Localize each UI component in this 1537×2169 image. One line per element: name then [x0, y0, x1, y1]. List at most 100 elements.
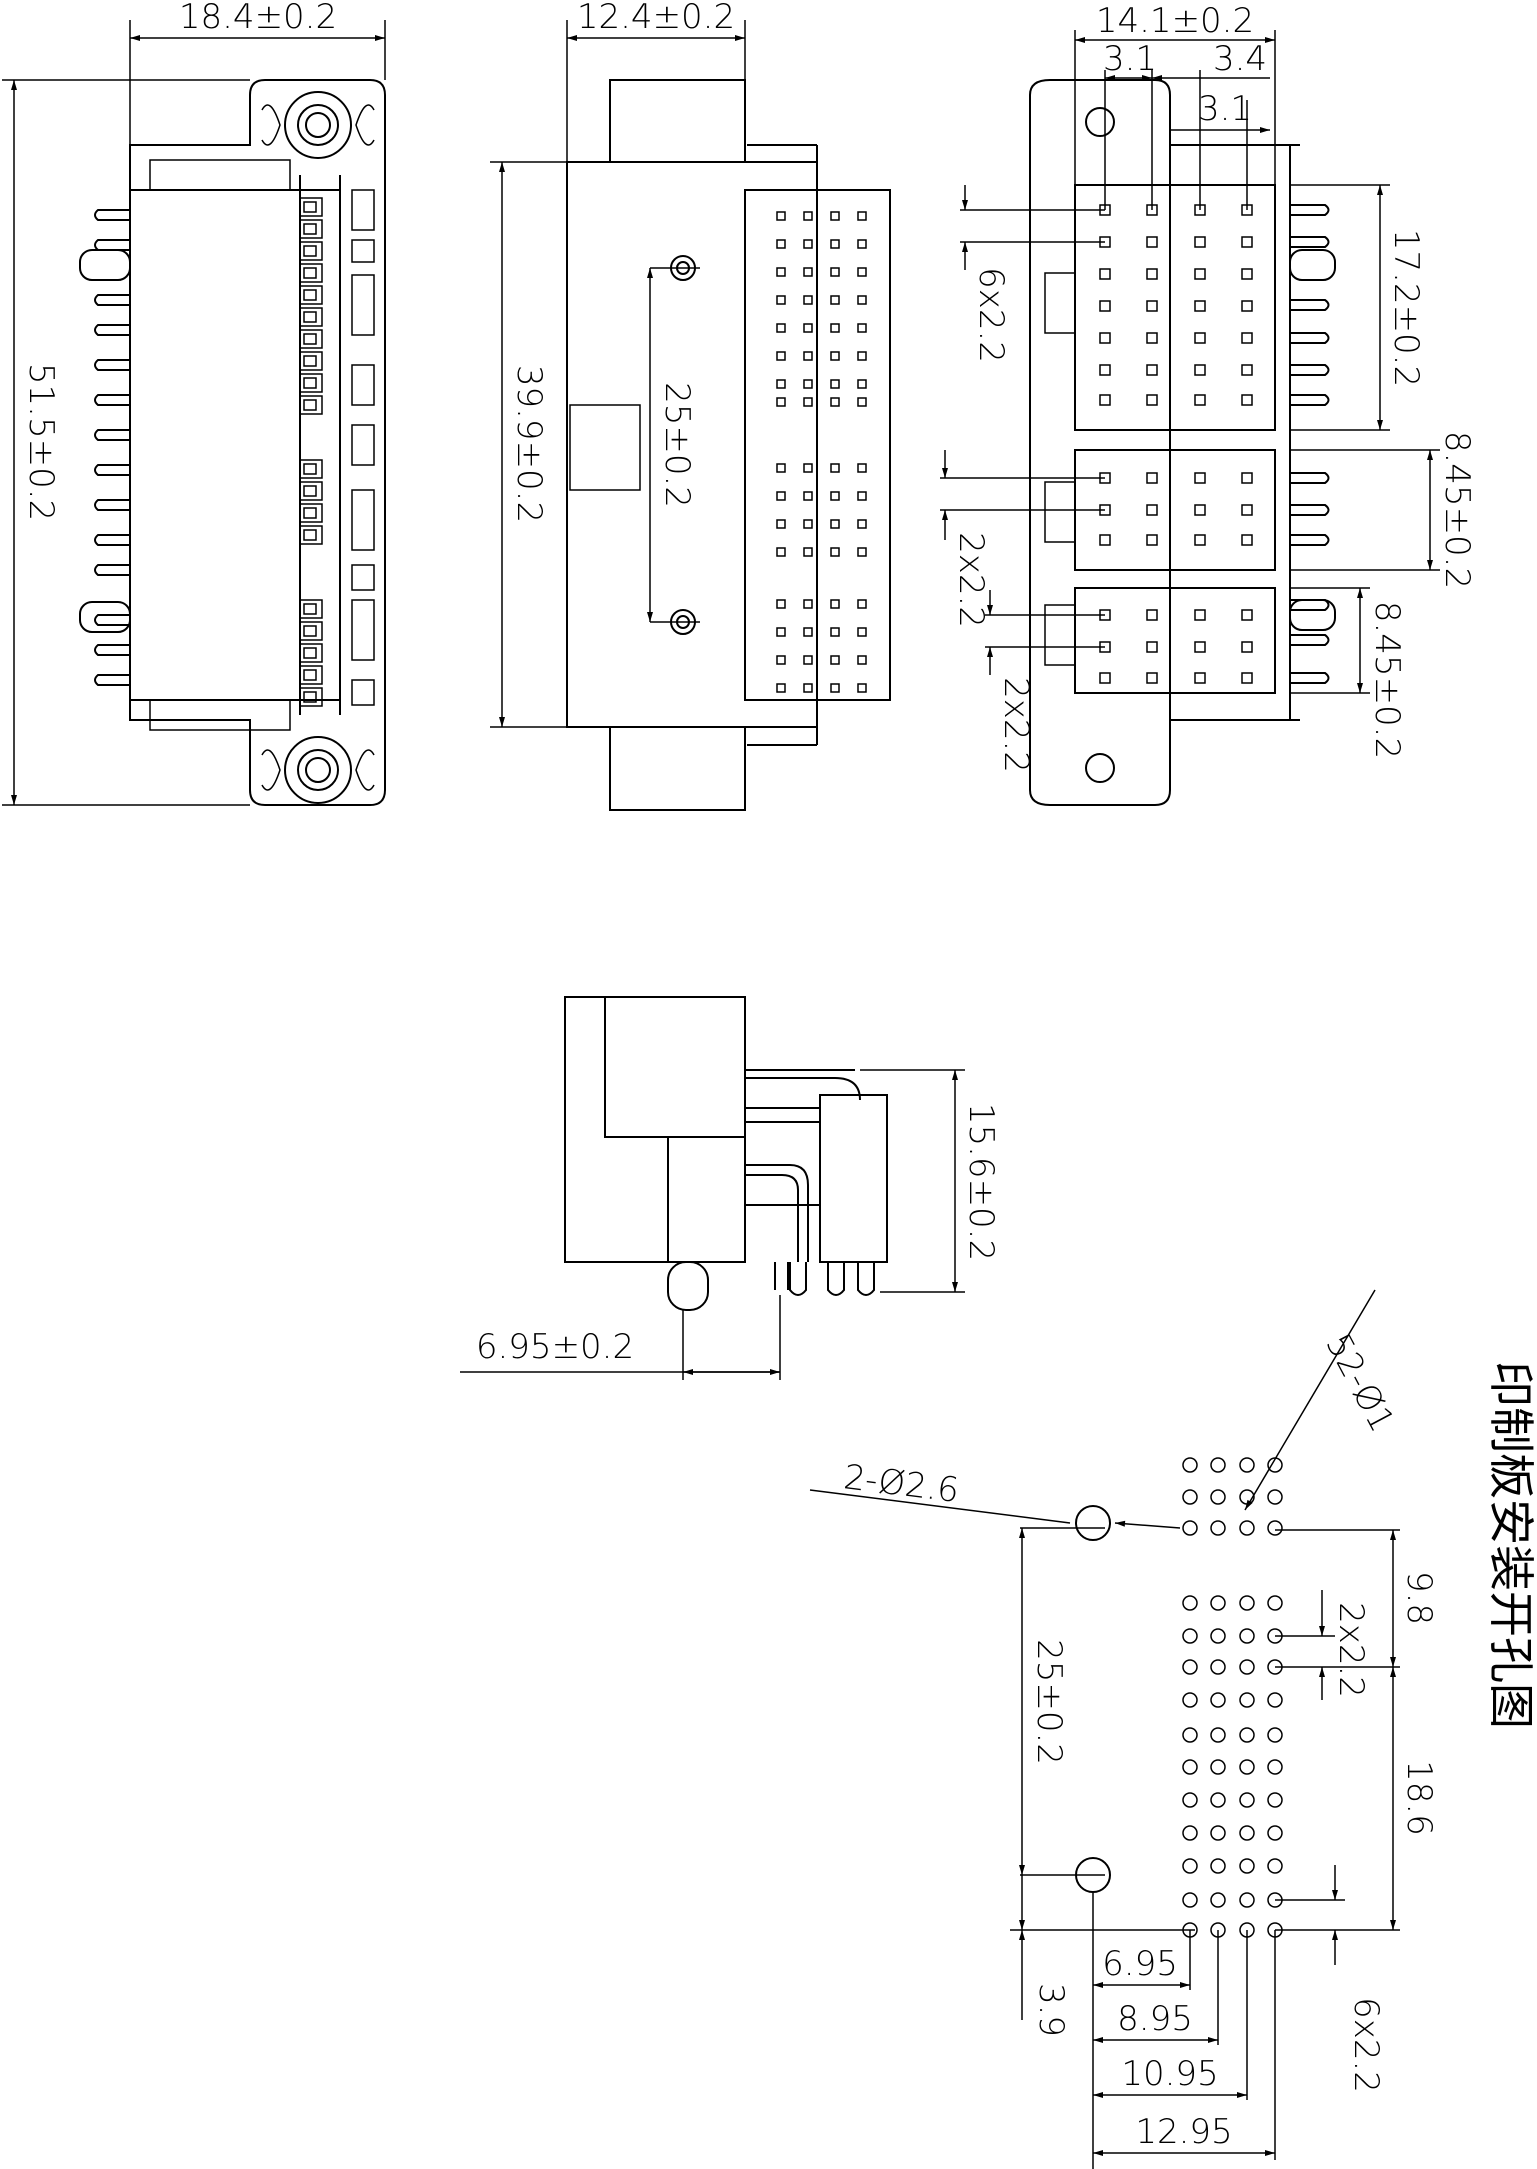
pin-hole — [1210, 1489, 1226, 1505]
contact-window — [299, 241, 323, 261]
contact-square — [1146, 394, 1158, 406]
contact-square — [857, 239, 867, 249]
contact-square — [857, 397, 867, 407]
contact-square — [1241, 364, 1253, 376]
pin-hole — [1210, 1759, 1226, 1775]
contact-square — [1146, 504, 1158, 516]
pcb-pin-holes: 52-Ø1 — [1317, 1327, 1402, 1438]
contact-window-inner — [303, 267, 317, 279]
pin — [94, 534, 130, 546]
pin-hole — [1210, 1520, 1226, 1536]
pin-hole — [1210, 1727, 1226, 1743]
pin-hole — [1182, 1692, 1198, 1708]
profile-view: 15.6±0.2 6.95±0.2 — [460, 996, 1001, 1380]
contact-square — [1194, 364, 1206, 376]
contact-square — [1099, 300, 1111, 312]
profile-height-dim: 15.6±0.2 — [961, 1103, 1001, 1261]
contact-window-inner — [303, 691, 317, 703]
guide-pin — [79, 249, 131, 281]
contact-square — [1146, 534, 1158, 546]
contact-window — [299, 481, 323, 501]
pin — [1290, 299, 1330, 311]
contact-square — [830, 599, 840, 609]
contact-square — [1146, 641, 1158, 653]
rear-pitch-c: 3.1 — [1198, 89, 1252, 129]
pin-hole — [1267, 1858, 1283, 1874]
contact-window-inner — [303, 377, 317, 389]
contact-square — [1099, 534, 1111, 546]
rear-block3-pitch: 2x2.2 — [996, 677, 1036, 773]
contact-window-inner — [303, 355, 317, 367]
contact-window-inner — [303, 463, 317, 475]
pin-hole — [1239, 1792, 1255, 1808]
contact-square — [803, 397, 813, 407]
contact-square — [1194, 394, 1206, 406]
contact-square — [776, 599, 786, 609]
contact-square — [857, 599, 867, 609]
contact-square — [1241, 504, 1253, 516]
contact-square — [1241, 332, 1253, 344]
contact-square — [1194, 236, 1206, 248]
pin — [94, 464, 130, 476]
contact-square — [1099, 672, 1111, 684]
contact-square — [857, 323, 867, 333]
contact-window — [299, 307, 323, 327]
pin-hole — [1210, 1595, 1226, 1611]
pcb-col-dim-4: 12.95 — [1135, 2112, 1232, 2152]
contact-square — [830, 295, 840, 305]
contact-square — [857, 627, 867, 637]
pin-hole — [1182, 1659, 1198, 1675]
contact-window-inner — [303, 669, 317, 681]
pin-hole — [1267, 1825, 1283, 1841]
contact-square — [803, 211, 813, 221]
pin — [94, 294, 130, 306]
contact-square — [830, 627, 840, 637]
pin-hole — [1239, 1825, 1255, 1841]
pin — [1290, 236, 1330, 248]
contact-square — [857, 519, 867, 529]
contact-square — [1146, 364, 1158, 376]
contact-window — [299, 395, 323, 415]
pin-hole — [1267, 1727, 1283, 1743]
contact-square — [803, 655, 813, 665]
pin-hole — [1210, 1457, 1226, 1473]
pin — [94, 429, 130, 441]
contact-window-inner — [303, 507, 317, 519]
pin — [1290, 332, 1330, 344]
pin-hole — [1267, 1692, 1283, 1708]
contact-square — [803, 519, 813, 529]
pin — [1290, 204, 1330, 216]
pin — [1290, 364, 1330, 376]
pin-hole — [1182, 1792, 1198, 1808]
contact-square — [803, 491, 813, 501]
guide-pin — [79, 601, 131, 633]
pin-hole — [1210, 1659, 1226, 1675]
contact-square — [776, 351, 786, 361]
contact-square — [857, 463, 867, 473]
contact-square — [857, 683, 867, 693]
contact-square — [830, 211, 840, 221]
profile-offset-dim: 6.95±0.2 — [476, 1327, 634, 1367]
pin — [1290, 634, 1330, 646]
pin — [94, 564, 130, 576]
contact-square — [857, 655, 867, 665]
contact-window-inner — [303, 333, 317, 345]
contact-square — [830, 397, 840, 407]
contact-square — [1194, 609, 1206, 621]
contact-window — [299, 459, 323, 479]
contact-square — [857, 379, 867, 389]
contact-window-inner — [303, 647, 317, 659]
pin-hole — [1182, 1457, 1198, 1473]
contact-square — [1194, 472, 1206, 484]
contact-square — [1146, 332, 1158, 344]
contact-window-inner — [303, 311, 317, 323]
pin — [94, 674, 130, 686]
pin-hole — [1210, 1692, 1226, 1708]
pin-hole — [1239, 1628, 1255, 1644]
pin — [1290, 672, 1330, 684]
side-height-dim: 39.9±0.2 — [509, 365, 549, 523]
pin-hole — [1210, 1792, 1226, 1808]
pin-hole — [1267, 1759, 1283, 1775]
contact-square — [857, 267, 867, 277]
contact-square — [803, 267, 813, 277]
